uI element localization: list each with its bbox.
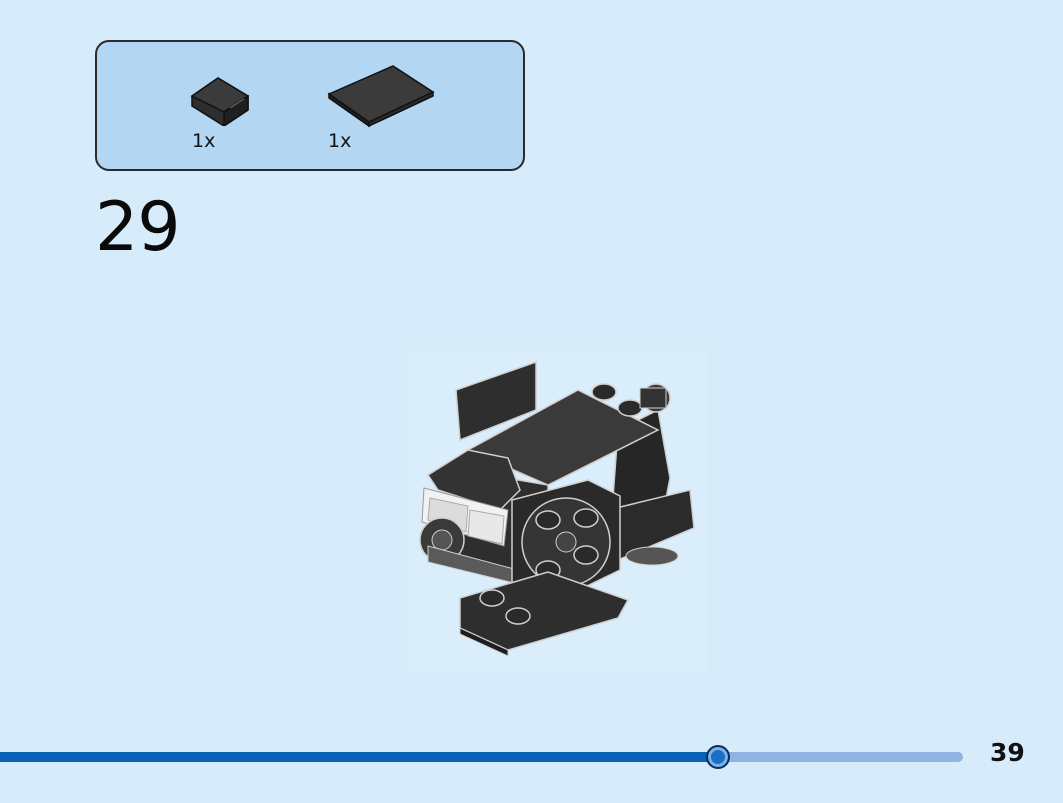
part-quantity: 1x <box>328 130 352 152</box>
black-tile-plate-icon <box>327 64 437 128</box>
progress-fill <box>0 752 718 762</box>
build-model-illustration <box>408 350 708 674</box>
part-quantity: 1x <box>192 130 216 152</box>
page-number: 39 <box>990 738 1025 767</box>
black-slope-brick-icon <box>190 74 252 126</box>
progress-bar <box>0 745 963 769</box>
step-number: 29 <box>95 188 181 267</box>
parts-list-box: 1x 1x <box>95 40 525 171</box>
progress-knob <box>706 745 730 769</box>
